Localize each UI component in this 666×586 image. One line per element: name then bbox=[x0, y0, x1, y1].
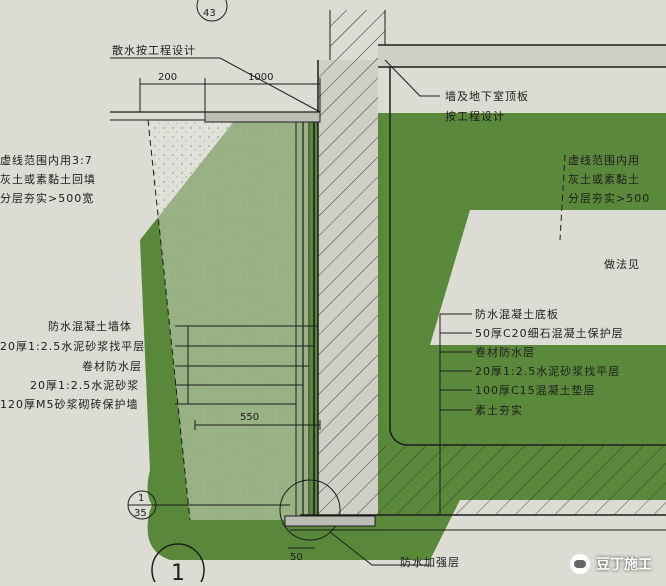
left-layer-leaders bbox=[175, 325, 318, 405]
backfill-left bbox=[148, 120, 310, 520]
dim-550: 550 bbox=[240, 412, 259, 423]
label-drainage: 散水按工程设计 bbox=[112, 43, 196, 57]
label-layer-r3: 卷材防水层 bbox=[475, 345, 535, 359]
label-wall-roof: 墙及地下室顶板 bbox=[445, 89, 529, 103]
label-reinforce: 防水加强层 bbox=[400, 555, 460, 569]
label-layer-r6: 素土夯实 bbox=[475, 403, 523, 417]
label-layer-l1: 防水混凝土墙体 bbox=[48, 319, 132, 333]
detail-number-circle bbox=[151, 543, 205, 586]
waterproof-layers bbox=[295, 60, 319, 524]
detail-ref-top bbox=[196, 0, 228, 22]
label-right-backfill-3: 分层夯实>500 bbox=[568, 191, 650, 205]
paving bbox=[204, 111, 321, 123]
watermark-logo-icon bbox=[570, 554, 590, 574]
dimension-550 bbox=[194, 420, 321, 430]
label-left-backfill-2: 灰土或素黏土回填 bbox=[0, 172, 96, 186]
leader-drainage bbox=[110, 57, 321, 113]
dim-200: 200 bbox=[158, 72, 177, 83]
label-right-backfill-1: 虚线范围内用 bbox=[568, 153, 640, 167]
label-left-backfill-1: 虚线范围内用3:7 bbox=[0, 153, 93, 167]
right-layer-leaders bbox=[439, 313, 472, 515]
dim-1000: 1000 bbox=[248, 72, 273, 83]
label-layer-l5: 120厚M5砂浆砌砖保护墙 bbox=[0, 397, 138, 411]
label-layer-r2: 50厚C20细石混凝土保护层 bbox=[475, 326, 624, 340]
label-right-backfill-2: 灰土或素黏土 bbox=[568, 172, 640, 186]
label-layer-r5: 100厚C15混凝土垫层 bbox=[475, 383, 596, 397]
label-left-backfill-3: 分层夯实>500宽 bbox=[0, 191, 94, 205]
detail-bottom-sheet: 35 bbox=[134, 508, 147, 519]
leader-reinforce bbox=[329, 531, 430, 566]
label-by-design: 按工程设计 bbox=[445, 109, 505, 123]
detail-number: 1 bbox=[171, 561, 185, 582]
wall-inner-edge bbox=[389, 67, 666, 446]
label-method: 做法见 bbox=[604, 257, 640, 271]
upper-wall bbox=[330, 10, 385, 60]
watermark-text: 豆丁施工 bbox=[596, 557, 652, 573]
backfill-boundary-left bbox=[147, 119, 191, 521]
roof-slab bbox=[378, 45, 666, 67]
leader-roof bbox=[384, 59, 440, 97]
label-layer-r4: 20厚1:2.5水泥砂浆找平层 bbox=[475, 364, 620, 378]
detail-top-number: 43 bbox=[203, 8, 216, 19]
label-layer-l3: 卷材防水层 bbox=[82, 359, 142, 373]
label-layer-r1: 防水混凝土底板 bbox=[475, 307, 559, 321]
dimension-top bbox=[139, 78, 321, 112]
label-layer-l2: 20厚1:2.5水泥砂浆找平层 bbox=[0, 339, 145, 353]
floor-slab bbox=[378, 445, 666, 515]
watermark: 豆丁施工 bbox=[570, 554, 652, 574]
detail-bottom-top: 1 bbox=[138, 493, 144, 504]
detail-circle bbox=[279, 479, 341, 541]
label-layer-l4: 20厚1:2.5水泥砂浆 bbox=[30, 378, 139, 392]
dim-50: 50 bbox=[290, 552, 303, 563]
backfill-boundary-right bbox=[559, 154, 566, 241]
